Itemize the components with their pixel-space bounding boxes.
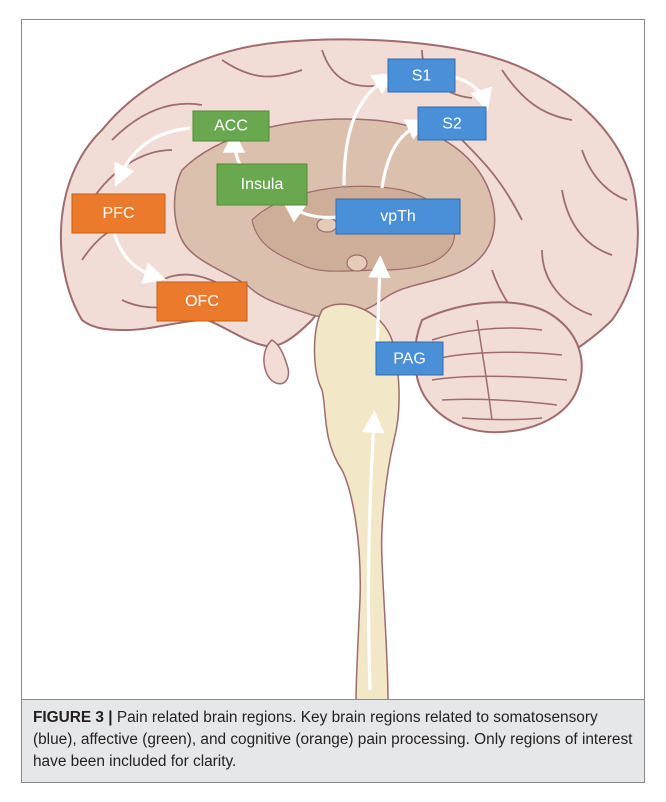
region-vpth-label: vpTh — [380, 208, 416, 225]
region-pag-label: PAG — [393, 351, 426, 368]
nucleus-oval — [317, 218, 337, 232]
region-s2: S2 — [418, 107, 486, 140]
region-insula-label: Insula — [241, 176, 284, 193]
region-acc-label: ACC — [214, 118, 248, 135]
region-s1: S1 — [388, 59, 455, 92]
region-ofc-label: OFC — [185, 293, 219, 310]
pituitary — [264, 340, 289, 384]
region-s2-label: S2 — [442, 116, 462, 133]
region-pfc: PFC — [72, 194, 165, 233]
region-pag: PAG — [376, 342, 443, 375]
figure-caption-label: FIGURE 3 | — [33, 709, 113, 726]
region-pfc-label: PFC — [103, 205, 135, 222]
region-s1-label: S1 — [412, 68, 432, 85]
mammillary-oval — [347, 255, 367, 271]
region-insula: Insula — [217, 164, 307, 205]
region-acc: ACC — [193, 111, 269, 141]
region-ofc: OFC — [157, 282, 247, 321]
figure-caption-text: Pain related brain regions. Key brain re… — [33, 709, 632, 770]
brain-diagram: S1 S2 ACC Insula PFC vpTh OFC PAG — [22, 20, 644, 700]
figure-caption: FIGURE 3 | Pain related brain regions. K… — [33, 707, 633, 773]
region-vpth: vpTh — [336, 199, 460, 234]
